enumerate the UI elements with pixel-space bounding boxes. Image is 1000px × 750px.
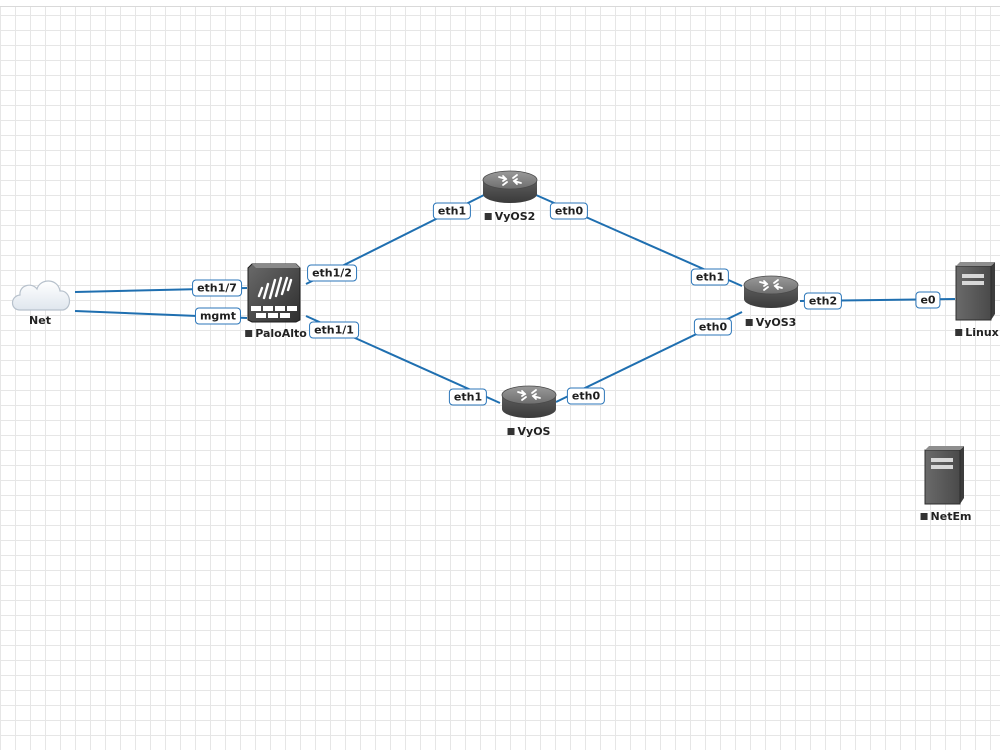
port-label-linux-e0[interactable]: e0 <box>915 291 941 309</box>
node-label: PaloAlto <box>245 327 307 340</box>
node-label: VyOS <box>507 425 550 438</box>
port-label-vyos2-eth0[interactable]: eth0 <box>549 202 589 220</box>
router-icon <box>482 170 538 203</box>
status-indicator-icon <box>920 513 928 520</box>
status-indicator-icon <box>484 213 492 220</box>
node-label: Net <box>29 314 51 327</box>
port-label-vyos3-eth1[interactable]: eth1 <box>690 268 730 286</box>
server-icon <box>955 262 995 321</box>
status-indicator-icon <box>507 428 515 435</box>
node-label: NetEm <box>920 510 971 523</box>
port-label-vyos2-eth1[interactable]: eth1 <box>432 202 472 220</box>
node-label: Linux <box>955 326 999 339</box>
router-icon <box>501 385 557 418</box>
firewall-icon <box>247 263 301 323</box>
port-label-vyos3-eth0[interactable]: eth0 <box>693 318 733 336</box>
port-label-vyos-eth0[interactable]: eth0 <box>566 387 606 405</box>
top-toolbar-edge <box>0 0 1000 7</box>
node-label: VyOS2 <box>484 210 535 223</box>
server-icon <box>924 446 964 505</box>
cloud-icon <box>11 280 70 311</box>
port-label-vyos3-eth2[interactable]: eth2 <box>803 292 843 310</box>
port-label-paloalto-mgmt[interactable]: mgmt <box>194 307 242 325</box>
node-label: VyOS3 <box>745 316 796 329</box>
router-icon <box>743 275 799 308</box>
port-label-paloalto-eth1-7[interactable]: eth1/7 <box>192 279 242 297</box>
port-label-vyos-eth1[interactable]: eth1 <box>448 388 488 406</box>
port-label-paloalto-eth1-1[interactable]: eth1/1 <box>309 321 359 339</box>
status-indicator-icon <box>955 329 963 336</box>
port-label-paloalto-eth1-2[interactable]: eth1/2 <box>307 264 357 282</box>
status-indicator-icon <box>745 319 753 326</box>
status-indicator-icon <box>245 330 253 337</box>
